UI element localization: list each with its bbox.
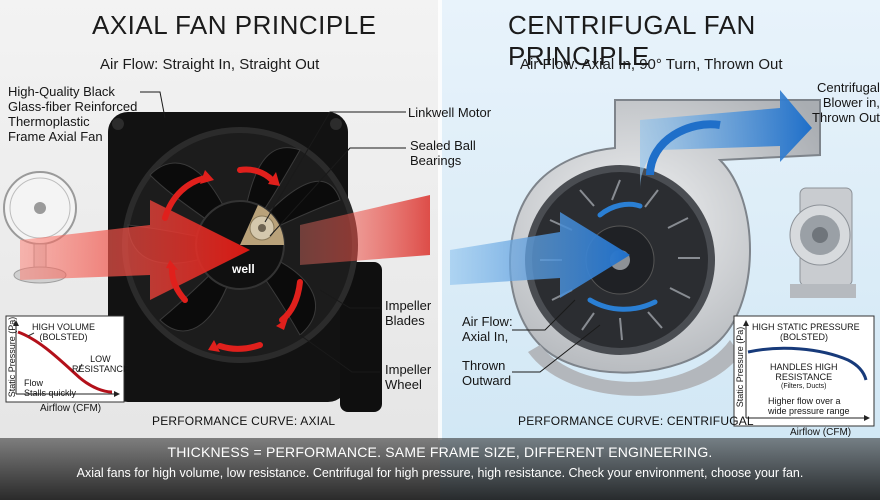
rotation-arrows bbox=[162, 166, 303, 352]
blower-icon bbox=[789, 187, 856, 298]
axial-graph-leaders bbox=[27, 332, 83, 373]
panel-divider bbox=[438, 0, 442, 440]
blower-label: Centrifugal Blower in, Thrown Out bbox=[812, 80, 880, 125]
centrifugal-graph bbox=[733, 315, 875, 427]
axial-subtitle: Air Flow: Straight In, Straight Out bbox=[100, 56, 320, 73]
axial-ann-high: HIGH VOLUME (BOLSTED) bbox=[32, 322, 96, 342]
footer-headline: THICKNESS = PERFORMANCE. SAME FRAME SIZE… bbox=[167, 444, 713, 460]
centrifugal-rotation-arrows bbox=[587, 201, 658, 312]
frame-label: High-Quality Black Glass-fiber Reinforce… bbox=[8, 84, 138, 144]
centrifugal-perf-title: PERFORMANCE CURVE: CENTRIFUGAL bbox=[518, 414, 754, 428]
centrifugal-outflow-arrow bbox=[640, 90, 812, 190]
rotation-arrowheads bbox=[166, 170, 288, 352]
right-leader-lines bbox=[512, 299, 601, 373]
footer-banner: THICKNESS = PERFORMANCE. SAME FRAME SIZE… bbox=[0, 438, 880, 500]
axial-title: AXIAL FAN PRINCIPLE bbox=[92, 10, 377, 40]
axial-ann-flow: Flow Stalls quickly bbox=[24, 378, 77, 398]
thrown-outward-label: Thrown Outward bbox=[462, 358, 512, 388]
centrifugal-ann-high: HIGH STATIC PRESSURE (BOLSTED) bbox=[752, 322, 860, 342]
axial-ann-low: LOW RESISTANCE bbox=[72, 354, 129, 374]
motor-label: Linkwell Motor bbox=[408, 105, 492, 120]
centrifugal-title: CENTRIFUGAL FAN PRINCIPLE bbox=[508, 10, 756, 71]
centrifugal-ann-wide: Higher flow over a wide pressure range bbox=[768, 396, 850, 416]
wheel-label: Impeller Wheel bbox=[385, 362, 432, 392]
airflow-in-label: Air Flow: Axial In, bbox=[462, 314, 513, 344]
footer-body: Axial fans for high volume, low resistan… bbox=[76, 466, 804, 480]
centrifugal-subtitle: Air Flow: Axial In, 90° Turn, Thrown Out bbox=[520, 56, 783, 73]
axial-perf-title: PERFORMANCE CURVE: AXIAL bbox=[152, 414, 336, 428]
bearing-label: Sealed Ball Bearings bbox=[410, 138, 476, 168]
axial-graph bbox=[5, 315, 125, 403]
blades-label: Impeller Blades bbox=[385, 298, 432, 328]
centrifugal-graph-xlabel: Airflow (CFM) bbox=[790, 427, 852, 438]
centrifugal-inflow-arrow bbox=[450, 212, 630, 298]
centrifugal-ann-handles: HANDLES HIGH RESISTANCE (Filters, Ducts) bbox=[770, 362, 838, 390]
hub-logo-text: well bbox=[232, 262, 255, 276]
axial-graph-xlabel: Airflow (CFM) bbox=[40, 403, 102, 414]
axial-graph-ylabel: Static Pressure (Pa) bbox=[7, 316, 17, 398]
left-leader-lines bbox=[140, 91, 406, 373]
centrifugal-graph-ylabel: Static Pressure (Pa) bbox=[735, 326, 745, 408]
axial-airflow-arrow bbox=[20, 195, 430, 300]
motor-cutaway bbox=[240, 205, 284, 245]
